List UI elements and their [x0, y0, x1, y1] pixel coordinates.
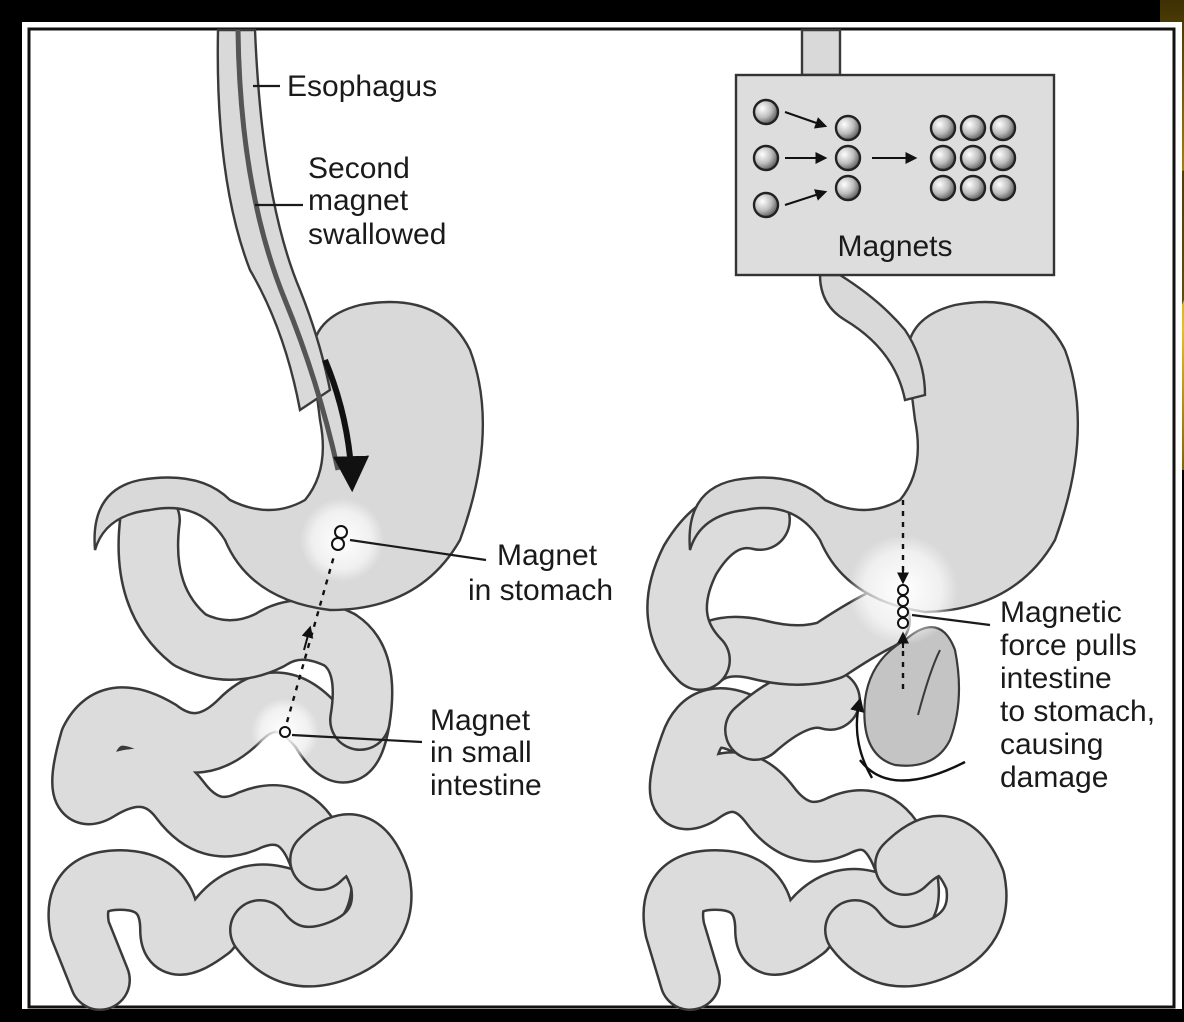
second-magnet-label-line-3: swallowed: [308, 218, 446, 251]
magnetic-force-label-line-6: damage: [1000, 761, 1108, 794]
magnet-in-intestine-label-line-3: intestine: [430, 769, 542, 802]
magnet-in-stomach-label-line-2: in stomach: [468, 574, 613, 607]
magnets-inset-box: Magnets: [736, 75, 1054, 275]
right-esophagus-top: [802, 30, 840, 75]
magnet-in-intestine: [280, 727, 290, 737]
magnet-in-intestine-label-line-2: in small: [430, 736, 532, 769]
magnetic-force-label-line-5: causing: [1000, 728, 1103, 761]
magnets-box-title: Magnets: [837, 230, 952, 263]
esophagus-label: Esophagus: [287, 70, 437, 103]
magnet-in-stomach-label-line-1: Magnet: [497, 539, 598, 572]
second-magnet-label-line-1: Second: [308, 152, 410, 185]
magnetic-force-label-line-3: intestine: [1000, 662, 1112, 695]
magnet-in-stomach-a: [335, 526, 347, 538]
magnet-in-stomach-b: [332, 538, 344, 550]
magnet-in-intestine-label-line-1: Magnet: [430, 704, 531, 737]
magnetic-force-label-line-2: force pulls: [1000, 629, 1137, 662]
magnetic-force-label-line-1: Magnetic: [1000, 596, 1122, 629]
second-magnet-label-line-2: magnet: [308, 184, 409, 217]
magnetic-force-label-line-4: to stomach,: [1000, 695, 1155, 728]
